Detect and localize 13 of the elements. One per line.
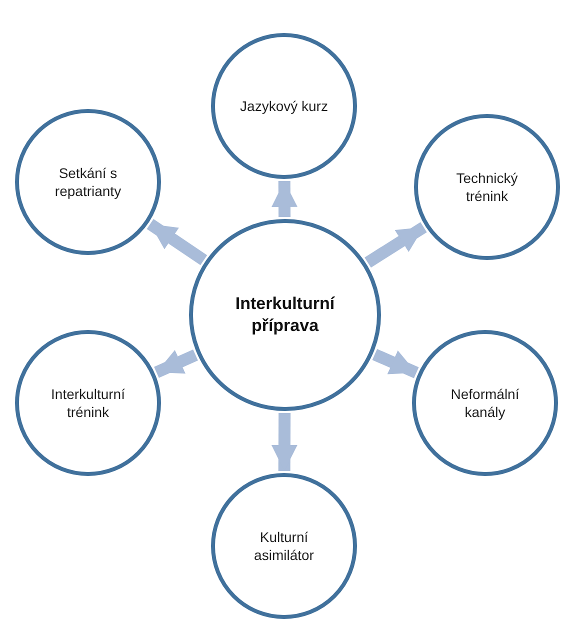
node-label: Interkulturní příprava <box>234 292 336 337</box>
node-label: Neformální kanály <box>450 384 520 422</box>
node-label: Interkulturní trénink <box>50 384 126 422</box>
node-label: Kulturní asimilátor <box>253 528 315 564</box>
block-arrow <box>271 412 298 472</box>
node-label: Setkání s repatrianty <box>54 164 122 200</box>
node-label: Jazykový kurz <box>239 96 329 116</box>
node-label: Technický trénink <box>455 168 519 206</box>
block-arrow <box>146 219 208 266</box>
block-arrow <box>372 348 419 378</box>
block-arrow <box>271 180 298 218</box>
block-arrow <box>154 350 198 378</box>
block-arrow <box>364 222 427 268</box>
